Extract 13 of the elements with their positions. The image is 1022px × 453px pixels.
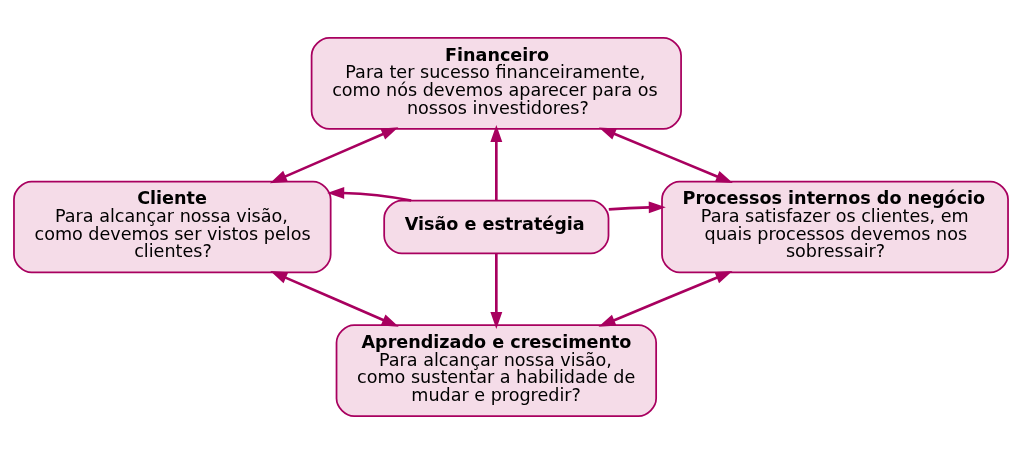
- arrow: [490, 124, 503, 200]
- arrow: [598, 126, 733, 183]
- arrow: [608, 200, 666, 213]
- arrow: [269, 126, 399, 183]
- arrow: [327, 186, 412, 202]
- arrow: [598, 270, 733, 327]
- arrow: [270, 270, 399, 327]
- arrow: [490, 253, 503, 329]
- node-box: Aprendizado e crescimento Para alcançar nossa visão, como sustentar a habilidade de mudar e progredir?: [335, 323, 658, 417]
- node-box: Visão e estratégia: [383, 199, 610, 254]
- node-box: Processos internos do negócio Para satisfazer os clientes, em quais processos devemos nos sobressair?: [661, 180, 1009, 273]
- node-box: Cliente Para alcançar nossa visão, como devemos ser vistos pelos clientes?: [13, 180, 332, 273]
- node-box: Financeiro Para ter sucesso financeiramente, como nós devemos aparecer para os nossos investidores?: [310, 36, 682, 130]
